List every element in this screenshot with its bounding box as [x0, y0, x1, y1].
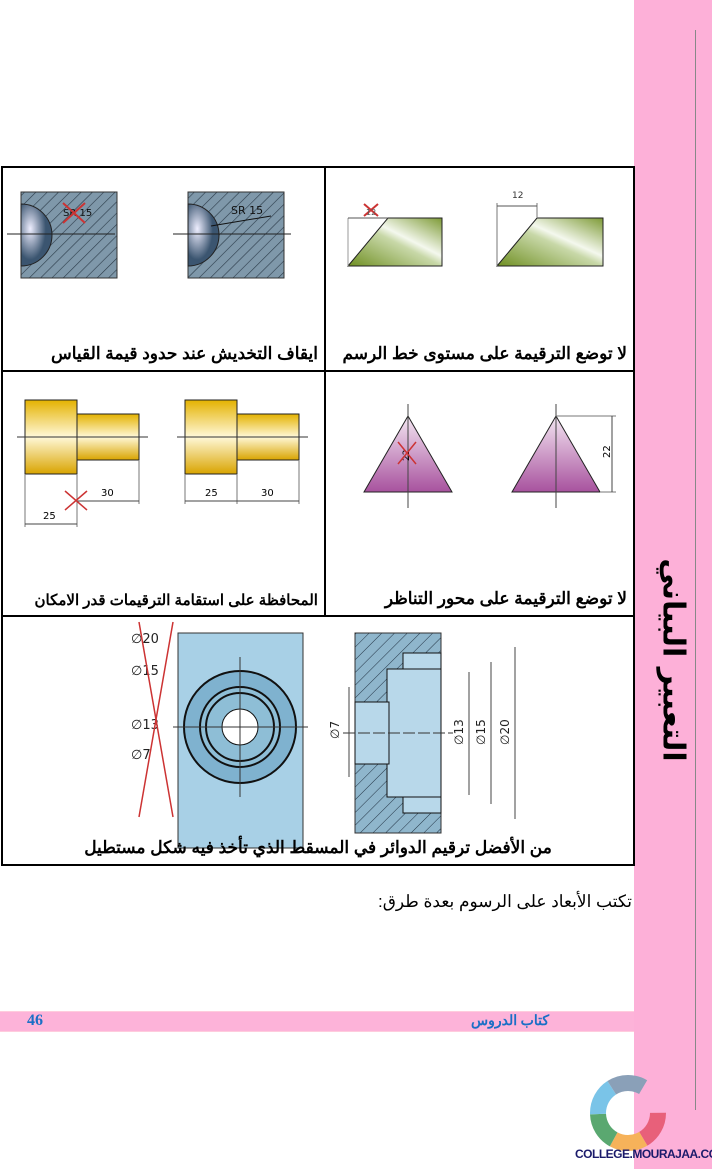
circle-dims-drawing: ∅20 ∅15 ∅13 ∅7 ∅7 ∅13 ∅15 ∅20 — [131, 621, 516, 849]
dim-label: ∅15 — [131, 664, 159, 679]
logo-text: COLLEGE.MOURAJAA.COM — [575, 1147, 712, 1161]
caption: ايقاف التخديش عند حدود قيمة القياس — [50, 344, 318, 363]
dim-label: 25 — [43, 511, 56, 522]
cell-no-dim-on-axis: 22 22 لا توضع الترقيمة على محور التناظر — [323, 370, 636, 617]
caption: لا توضع الترقيمة على مستوى خط الرسم — [342, 344, 627, 363]
sidebar — [634, 0, 712, 1169]
page-footer: 46 كتاب الدروس — [0, 1011, 634, 1032]
dim-label: ∅13 — [131, 718, 159, 733]
triangle-drawing: 22 22 — [363, 404, 616, 508]
chamfer-drawing: 12 12 — [346, 191, 604, 267]
dim-label: ∅20 — [498, 719, 512, 745]
dim-label-wrong: 22 — [402, 450, 412, 461]
intro-text: تكتب الأبعاد على الرسوم بعدة طرق: — [377, 892, 632, 911]
dim-label-right: 22 — [602, 445, 613, 458]
dim-label: ∅20 — [131, 632, 159, 647]
site-logo — [590, 1075, 666, 1151]
dim-label: ∅13 — [452, 719, 466, 745]
cell-circle-dims: ∅20 ∅15 ∅13 ∅7 ∅7 ∅13 ∅15 ∅20 من الأفضل … — [1, 615, 635, 866]
dim-label: ∅7 — [328, 721, 342, 739]
sidebar-divider — [695, 30, 696, 1110]
dim-label-wrong: 12 — [366, 208, 376, 217]
dim-label-right: 12 — [512, 191, 523, 201]
dim-label: ∅7 — [131, 748, 151, 763]
caption: من الأفضل ترقيم الدوائر في المسقط الذي ت… — [84, 838, 552, 857]
dim-label-wrong: SR 15 — [63, 208, 92, 219]
dim-label: ∅15 — [474, 719, 488, 745]
dim-label: 25 — [205, 488, 218, 499]
caption: لا توضع الترقيمة على محور التناظر — [384, 589, 627, 608]
shaft-drawing: 30 25 25 30 — [17, 399, 308, 527]
hatching-drawing: SR 15 SR 15 — [7, 191, 291, 279]
cell-aligned-dims: 30 25 25 30 المحافظة على استقامة الترقيم… — [1, 370, 326, 617]
book-title: كتاب الدروس — [471, 1014, 549, 1029]
cell-hatching-stop: SR 15 SR 15 ايقاف التخديش عند حدود قيمة … — [1, 166, 326, 372]
dim-label: 30 — [261, 488, 274, 499]
dimensioning-rules-table: SR 15 SR 15 ايقاف التخديش عند حدود قيمة … — [1, 166, 636, 866]
caption: المحافظة على استقامة الترقيمات قدر الامك… — [34, 592, 318, 609]
page-number: 46 — [27, 1012, 43, 1029]
dim-label: 30 — [101, 488, 114, 499]
dim-label-right: SR 15 — [231, 204, 263, 217]
chapter-title: التعبير البياني — [655, 558, 691, 762]
cell-no-dim-on-outline: 12 12 لا توضع الترقيمة على مستوى خط الرس… — [323, 166, 636, 372]
